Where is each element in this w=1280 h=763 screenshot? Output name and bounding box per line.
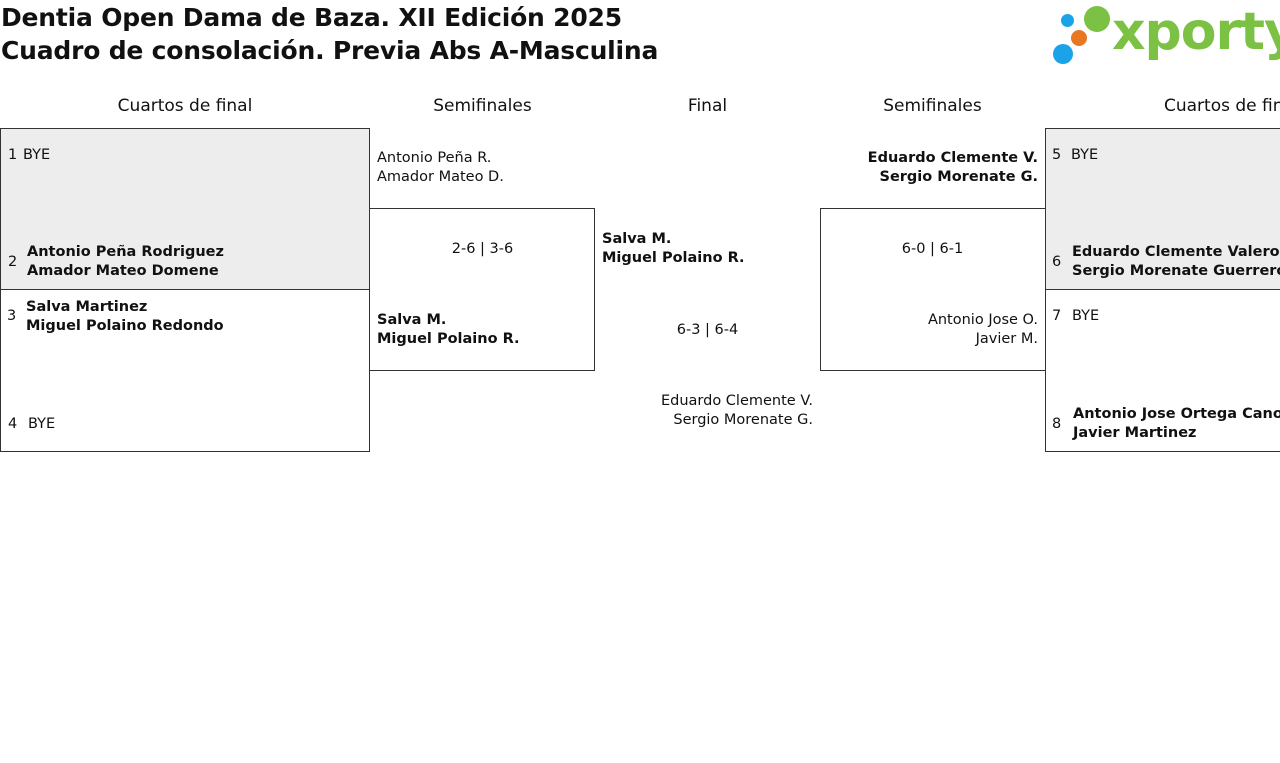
- team-entry: BYE: [23, 147, 51, 163]
- round-header-final: Final: [687, 96, 728, 116]
- qf-right-match-1: [1045, 128, 1280, 290]
- seed-number: 5: [1052, 147, 1062, 163]
- round-header-right-qf: Cuartos de final: [1164, 96, 1280, 116]
- player-name: Eduardo Clemente V.: [867, 150, 1038, 166]
- seed-number: 1: [8, 147, 18, 163]
- player-name: Miguel Polaino R.: [377, 331, 520, 347]
- player-name: Antonio Jose O.: [927, 312, 1038, 328]
- team-entry: Antonio Peña Rodriguez Amador Mateo Dome…: [27, 243, 224, 281]
- player-name: Sergio Morenate G.: [879, 169, 1039, 185]
- sf-left-bracket: [369, 208, 595, 371]
- player-name: Amador Mateo D.: [377, 169, 504, 185]
- player-name: Miguel Polaino Redondo: [26, 318, 224, 334]
- seed-number: 8: [1052, 416, 1062, 432]
- player-name: Salva M.: [377, 312, 447, 328]
- player-name: Eduardo Clemente Valero: [1072, 244, 1280, 260]
- seed-number: 4: [8, 416, 18, 432]
- sf-left-score: 2-6 | 3-6: [451, 241, 514, 257]
- player-name: Antonio Peña Rodriguez: [27, 244, 224, 260]
- sf-left-bottom-team: Salva M. Miguel Polaino R.: [377, 311, 520, 349]
- round-header-left-sf: Semifinales: [433, 96, 532, 116]
- team-entry: BYE: [1071, 147, 1099, 163]
- team-entry: Antonio Jose Ortega Cano Javier Martinez: [1073, 405, 1280, 443]
- player-name: Eduardo Clemente V.: [660, 393, 813, 409]
- player-name: Antonio Peña R.: [377, 150, 492, 166]
- final-score: 6-3 | 6-4: [676, 322, 739, 338]
- sf-right-score: 6-0 | 6-1: [901, 241, 964, 257]
- page-title: Dentia Open Dama de Baza. XII Edición 20…: [1, 3, 622, 32]
- player-name: Miguel Polaino R.: [602, 250, 745, 266]
- player-name: Amador Mateo Domene: [27, 263, 219, 279]
- seed-number: 6: [1052, 254, 1062, 270]
- final-top-team: Salva M. Miguel Polaino R.: [602, 230, 745, 268]
- round-header-left-qf: Cuartos de final: [117, 96, 253, 116]
- player-name: Antonio Jose Ortega Cano: [1073, 406, 1280, 422]
- player-name: Sergio Morenate Guerrero: [1072, 263, 1280, 279]
- round-header-right-sf: Semifinales: [883, 96, 982, 116]
- seed-number: 2: [8, 254, 18, 270]
- seed-number: 3: [7, 308, 17, 324]
- logo-dot-blue-bottom: [1053, 44, 1073, 64]
- logo-dot-orange: [1071, 30, 1087, 46]
- team-entry: Eduardo Clemente Valero Sergio Morenate …: [1072, 243, 1280, 281]
- logo-dot-green: [1084, 6, 1110, 32]
- sf-right-bottom-team: Antonio Jose O. Javier M.: [928, 311, 1038, 349]
- logo-dot-blue-top: [1061, 14, 1074, 27]
- player-name: Salva Martinez: [26, 299, 148, 315]
- qf-right-match-2: [1045, 289, 1280, 452]
- player-name: Sergio Morenate G.: [673, 412, 813, 428]
- team-entry: BYE: [1072, 308, 1100, 324]
- seed-number: 7: [1052, 308, 1062, 324]
- xporty-logo[interactable]: xporty: [1050, 2, 1280, 68]
- player-name: Javier Martinez: [1073, 425, 1197, 441]
- player-name: Javier M.: [975, 331, 1038, 347]
- player-name: Salva M.: [602, 231, 672, 247]
- logo-wordmark: xporty: [1112, 2, 1280, 62]
- team-entry: Salva Martinez Miguel Polaino Redondo: [26, 298, 224, 336]
- page-subtitle: Cuadro de consolación. Previa Abs A-Masc…: [1, 36, 659, 65]
- final-bottom-team: Eduardo Clemente V. Sergio Morenate G.: [661, 392, 813, 430]
- sf-right-top-team: Eduardo Clemente V. Sergio Morenate G.: [868, 149, 1038, 187]
- qf-left-match-1: [0, 128, 370, 290]
- sf-left-top-team: Antonio Peña R. Amador Mateo D.: [377, 149, 504, 187]
- team-entry: BYE: [28, 416, 56, 432]
